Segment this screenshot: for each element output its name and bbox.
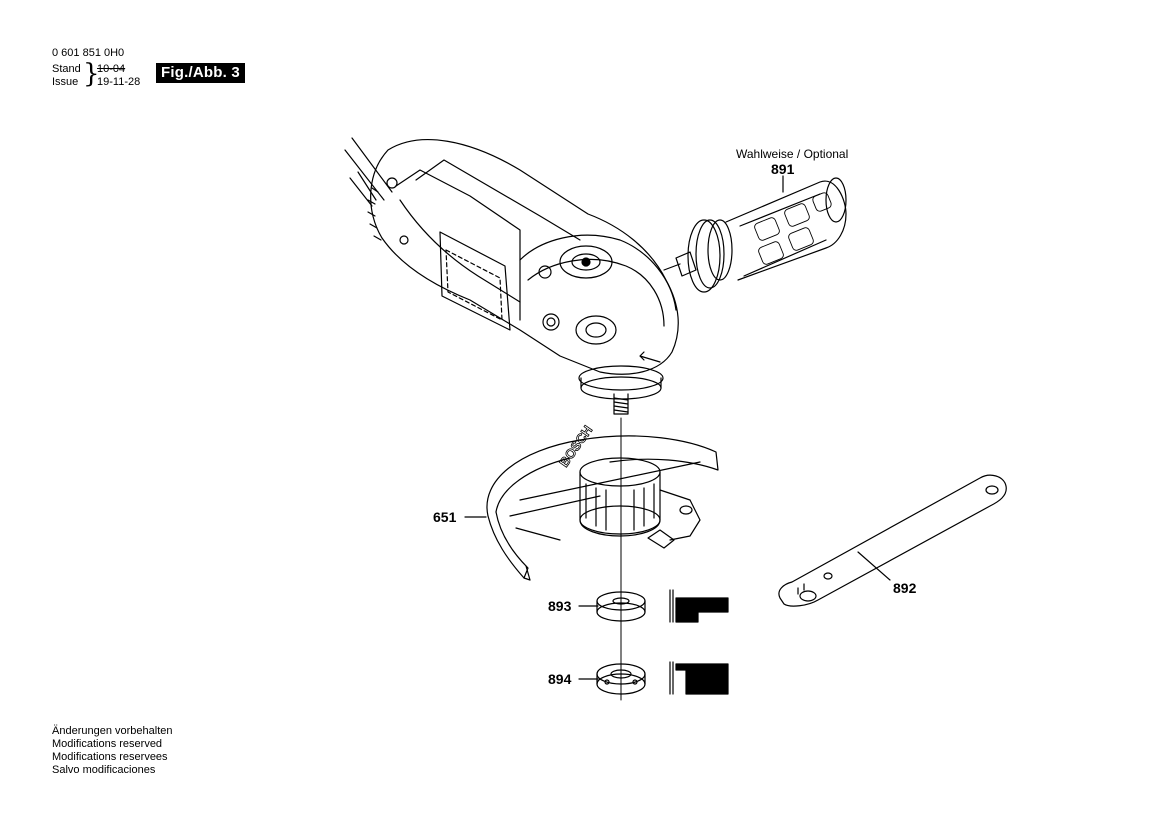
- part-number-893: 893: [548, 598, 572, 614]
- issue-label: Issue: [52, 76, 79, 88]
- brace-glyph: }: [83, 59, 100, 89]
- stand-date: 10-04: [97, 63, 126, 75]
- angle-grinder-illustration: [344, 137, 679, 415]
- stand-label: Stand: [52, 63, 81, 75]
- footer-line-es: Salvo modificaciones: [52, 764, 156, 776]
- mounting-flange-illustration: [596, 589, 729, 623]
- leader-892: [857, 551, 891, 581]
- part-number-891: 891: [771, 161, 795, 177]
- footer-notice: Änderungen vorbehalten Modifications res…: [52, 725, 172, 777]
- spanner-illustration: [778, 474, 1007, 607]
- footer-line-en: Modifications reserved: [52, 738, 163, 750]
- optional-note: Wahlweise / Optional: [736, 147, 849, 161]
- footer-line-fr: Modifications reservees: [52, 751, 168, 763]
- part-number-894: 894: [548, 671, 572, 687]
- clamping-nut-illustration: [596, 661, 729, 695]
- part-number-892: 892: [893, 580, 917, 596]
- figure-label: Fig./Abb. 3: [156, 63, 245, 83]
- footer-line-de: Änderungen vorbehalten: [52, 725, 173, 737]
- auxiliary-handle-illustration: [663, 177, 847, 293]
- protection-guard-illustration: [486, 435, 719, 581]
- part-number-651: 651: [433, 509, 457, 525]
- document-code: 0 601 851 0H0: [52, 47, 125, 59]
- issue-date: 19-11-28: [97, 76, 141, 88]
